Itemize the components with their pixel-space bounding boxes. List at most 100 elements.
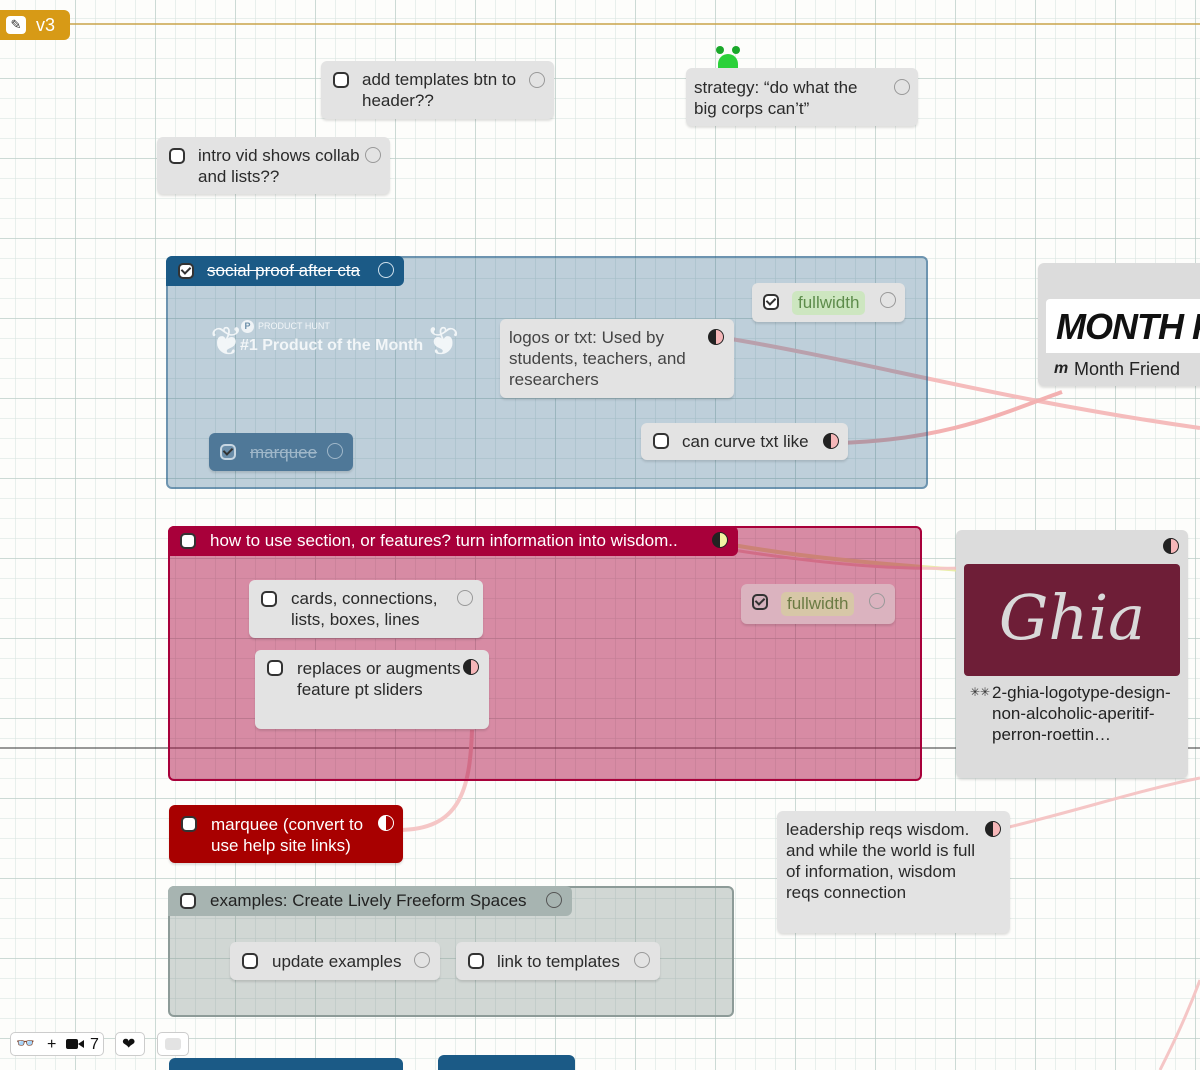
card-month-friend[interactable]: MONTH FRI m Month Friend	[1038, 263, 1200, 386]
card-add-templates[interactable]: add templates btn to header??	[321, 61, 554, 119]
laurel-right-icon: ❦	[426, 320, 460, 364]
card-marquee-done[interactable]: marquee	[209, 433, 353, 471]
month-friend-logo: MONTH FRI	[1056, 306, 1200, 347]
card-text: intro vid shows collab and lists??	[198, 146, 360, 186]
month-friend-caption: Month Friend	[1074, 359, 1181, 379]
heart-button[interactable]: ❤	[115, 1032, 145, 1056]
footer-toolbar: 👓 + 7 ❤	[10, 1032, 190, 1056]
status-icon[interactable]	[546, 892, 562, 908]
status-icon[interactable]	[823, 433, 839, 449]
checkbox[interactable]	[180, 533, 196, 549]
checkbox[interactable]	[333, 72, 349, 88]
card-text: logos or txt: Used by students, teachers…	[509, 328, 686, 389]
heart-icon: ❤	[122, 1036, 136, 1053]
status-icon[interactable]	[463, 659, 479, 675]
space-tag[interactable]: ✎ v3	[0, 10, 70, 40]
ghia-image: Ghia	[964, 564, 1180, 676]
checkbox[interactable]	[267, 660, 283, 676]
checkbox[interactable]	[181, 816, 197, 832]
status-icon[interactable]	[712, 532, 728, 548]
card-logos-txt[interactable]: logos or txt: Used by students, teachers…	[500, 319, 734, 398]
card-text: link to templates	[497, 952, 620, 971]
blank-icon	[165, 1038, 181, 1050]
checkbox[interactable]	[752, 594, 768, 610]
status-icon[interactable]	[365, 147, 381, 163]
card-replaces[interactable]: replaces or augments feature pt sliders	[255, 650, 489, 729]
card-marquee-convert[interactable]: marquee (convert to use help site links)	[169, 805, 403, 863]
card-cards-connections[interactable]: cards, connections, lists, boxes, lines	[249, 580, 483, 638]
status-icon[interactable]	[378, 262, 394, 278]
checkbox[interactable]	[261, 591, 277, 607]
checkbox[interactable]	[220, 444, 236, 460]
checkbox[interactable]	[468, 953, 484, 969]
status-icon[interactable]	[327, 443, 343, 459]
checkbox[interactable]	[763, 294, 779, 310]
status-icon[interactable]	[880, 292, 896, 308]
box-how-to-use-header[interactable]: how to use section, or features? turn in…	[168, 526, 738, 556]
box-header-bottom-middle[interactable]	[438, 1055, 575, 1070]
box-examples-header[interactable]: examples: Create Lively Freeform Spaces	[168, 886, 572, 916]
box-title: how to use section, or features? turn in…	[210, 531, 678, 550]
status-icon[interactable]	[414, 952, 430, 968]
connection-bottom-right	[1158, 979, 1200, 1070]
card-text: marquee (convert to use help site links)	[211, 815, 364, 855]
card-ghia[interactable]: Ghia ✳✳ 2-ghia-logotype-design-non-alcoh…	[956, 530, 1188, 778]
card-leadership[interactable]: leadership reqs wisdom. and while the wo…	[777, 811, 1010, 933]
card-text: update examples	[272, 952, 402, 971]
pencil-icon: ✎	[6, 16, 26, 34]
checkbox[interactable]	[178, 263, 194, 279]
card-can-curve[interactable]: can curve txt like	[641, 423, 848, 460]
card-text: can curve txt like	[682, 432, 809, 451]
product-hunt-kicker: PRODUCT HUNT	[258, 321, 330, 331]
checkbox[interactable]	[169, 148, 185, 164]
status-icon[interactable]	[634, 952, 650, 968]
laurel-left-icon: ❦	[210, 320, 244, 364]
product-hunt-badge[interactable]: ❦ P PRODUCT HUNT #1 Product of the Month…	[210, 315, 460, 371]
card-text: cards, connections, lists, boxes, lines	[291, 589, 438, 629]
card-fullwidth-social[interactable]: fullwidth	[752, 283, 905, 322]
tag-fullwidth: fullwidth	[781, 592, 855, 616]
card-text: add templates btn to header??	[362, 70, 517, 110]
box-title: examples: Create Lively Freeform Spaces	[210, 891, 527, 910]
card-text: leadership reqs wisdom. and while the wo…	[786, 820, 975, 902]
card-intro-vid[interactable]: intro vid shows collab and lists??	[157, 137, 390, 194]
tag-fullwidth: fullwidth	[792, 291, 866, 315]
link-icon: ✳✳	[970, 685, 991, 699]
card-link-templates[interactable]: link to templates	[456, 942, 660, 980]
ghia-caption: 2-ghia-logotype-design-non-alcoholic-ape…	[992, 683, 1171, 744]
card-fullwidth-howto[interactable]: fullwidth	[741, 584, 895, 624]
space-label: v3	[36, 15, 56, 35]
checkbox[interactable]	[653, 433, 669, 449]
status-icon[interactable]	[869, 593, 885, 609]
box-title: social proof after cta	[207, 261, 361, 280]
video-count: 7	[90, 1036, 99, 1053]
connection-leadership	[1004, 776, 1200, 830]
checkbox[interactable]	[180, 893, 196, 909]
product-hunt-title: #1 Product of the Month	[240, 337, 424, 354]
card-text: marquee	[250, 443, 318, 462]
box-social-proof-header[interactable]: social proof after cta	[166, 256, 404, 286]
video-icon-lens	[78, 1040, 84, 1048]
add-collaborator-label: +	[47, 1036, 57, 1053]
status-icon[interactable]	[894, 79, 910, 95]
ghia-logo: Ghia	[998, 581, 1146, 654]
card-strategy[interactable]: strategy: “do what the big corps can’t”	[686, 68, 918, 126]
status-icon[interactable]	[708, 329, 724, 345]
card-update-examples[interactable]: update examples	[230, 942, 440, 980]
month-friend-icon: m	[1054, 360, 1069, 377]
blank-button[interactable]	[157, 1032, 189, 1056]
month-friend-image: MONTH FRI	[1046, 299, 1200, 353]
collaborators-button[interactable]: 👓 + 7	[10, 1032, 104, 1056]
card-text: strategy: “do what the big corps can’t”	[694, 78, 858, 118]
status-icon[interactable]	[985, 821, 1001, 837]
box-header-bottom-left[interactable]	[169, 1058, 403, 1070]
card-text: replaces or augments feature pt sliders	[297, 659, 461, 699]
status-icon[interactable]	[1163, 538, 1179, 554]
glasses-icon: 👓	[16, 1035, 35, 1052]
checkbox[interactable]	[242, 953, 258, 969]
status-icon[interactable]	[378, 815, 394, 831]
video-icon	[66, 1039, 78, 1049]
product-hunt-logo-icon: P	[241, 320, 254, 333]
status-icon[interactable]	[457, 590, 473, 606]
status-icon[interactable]	[529, 72, 545, 88]
